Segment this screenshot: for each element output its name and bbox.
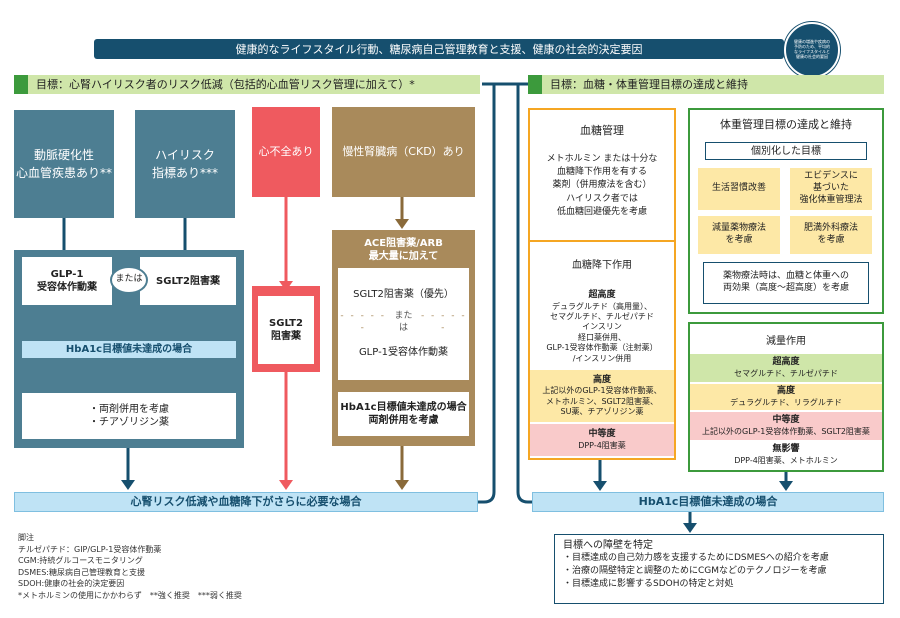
ascvd-box: 動脈硬化性 心血管疾患あり**	[14, 110, 114, 218]
barrier-title: 目標への障壁を特定	[563, 540, 653, 551]
we-high-label: 高度	[776, 385, 795, 396]
ckd-or: - - - - - - または - - - - - -	[340, 311, 467, 333]
bariatric-box: 肥満外科療法 を考慮	[790, 216, 872, 254]
weight-effect-title: 減量作用	[766, 335, 806, 347]
ge-very-high: 超高度 デュラグルチド（高用量）、 セマグルチド、チルゼパチド インスリン 経口…	[530, 286, 674, 368]
logo-text: 健康の増進や疾病の予防のため、平均的なライフスタイルと健康の社会的要因	[794, 39, 830, 59]
ckd-sglt2: SGLT2阻害薬（優先）	[353, 288, 454, 300]
hf-box: 心不全あり	[252, 107, 320, 197]
ckd-drug-box	[338, 268, 469, 380]
ge-mid-label: 中等度	[588, 428, 616, 439]
glp1-box: GLP-1 受容体作動薬	[22, 257, 112, 305]
ge-very-high-text: デュラグルチド（高用量）、 セマグルチド、チルゼパチド インスリン 経口薬併用、…	[546, 301, 658, 363]
weight-title: 体重管理目標の達成と維持	[720, 117, 852, 131]
ckd-box: 慢性腎臓病（CKD）あり	[332, 107, 475, 197]
hba1c-unmet-right: HbA1c目標値未達成の場合	[532, 492, 884, 512]
ckd-header: ACE阻害薬/ARB 最大量に加えて	[364, 238, 443, 262]
ada-logo: 健康の増進や疾病の予防のため、平均的なライフスタイルと健康の社会的要因	[784, 22, 840, 78]
ge-high: 高度 上記以外のGLP-1受容体作動薬、 メトホルミン、SGLT2阻害薬、 SU…	[530, 370, 674, 422]
we-mid-text: 上記以外のGLP-1受容体作動薬、SGLT2阻害薬	[702, 426, 870, 436]
ge-high-label: 高度	[592, 374, 611, 385]
ge-very-high-label: 超高度	[588, 289, 616, 300]
weight-drug-box: 減量薬物療法 を考慮	[698, 216, 780, 254]
glucose-text: メトホルミン または十分な 血糖降下作用を有する 薬剤（併用療法を含む） ハイリ…	[546, 154, 658, 217]
hba1c-unmet-left: HbA1c目標値未達成の場合	[22, 341, 236, 358]
we-very-high-text: セマグルチド、チルゼパチド	[734, 368, 838, 378]
need-more-bar: 心腎リスク低減や血糖降下がさらに必要な場合	[14, 492, 478, 512]
barrier-box: 目標への障壁を特定 ・目標達成の自己効力感を支援するためにDSMESへの紹介を考…	[554, 534, 884, 604]
goal-left-bar: 目標：心腎ハイリスク者のリスク低減（包括的心血管リスク管理に加えて）*	[14, 75, 480, 94]
dual-effect-box: 薬物療法時は、血糖と体重への 両効果（高度〜超高度）を考慮	[703, 262, 869, 304]
ge-mid-text: DPP-4阻害薬	[578, 440, 626, 450]
we-mid-label: 中等度	[772, 414, 800, 425]
combo-box: ・両剤併用を考慮 ・チアゾリジン薬	[22, 393, 236, 439]
footnotes: 脚注 チルゼパチド：GIP/GLP-1受容体作動薬 CGM:持続グルコースモニタ…	[18, 533, 242, 600]
ckd-unmet: HbA1c目標値未達成の場合 両剤併用を考慮	[338, 392, 469, 436]
hf-sglt2-box: SGLT2 阻害薬	[258, 296, 314, 364]
ckd-or-label: または	[394, 311, 413, 333]
we-high-text: デュラグルチド、リラグルチド	[730, 397, 842, 407]
individual-goal: 個別化した目標	[705, 142, 867, 160]
glucose-effect-title: 血糖降下作用	[572, 259, 632, 271]
top-banner: 健康的なライフスタイル行動、糖尿病自己管理教育と支援、健康の社会的決定要因	[94, 39, 784, 59]
ge-high-text: 上記以外のGLP-1受容体作動薬、 メトホルミン、SGLT2阻害薬、 SU薬、チ…	[542, 386, 662, 417]
ge-mid: 中等度 DPP-4阻害薬	[530, 424, 674, 456]
we-high: 高度 デュラグルチド、リラグルチド	[690, 384, 882, 410]
we-mid: 中等度 上記以外のGLP-1受容体作動薬、SGLT2阻害薬	[690, 412, 882, 440]
we-very-high: 超高度 セマグルチド、チルゼパチド	[690, 354, 882, 382]
barrier-items: ・目標達成の自己効力感を支援するためにDSMESへの紹介を考慮 ・治療の隔壁特定…	[563, 553, 829, 590]
we-very-high-label: 超高度	[772, 356, 800, 367]
highrisk-box: ハイリスク 指標あり***	[135, 110, 235, 218]
glucose-divider	[528, 240, 676, 242]
sglt2-box: SGLT2阻害薬	[140, 257, 236, 305]
we-none-text: DPP-4阻害薬、メトホルミン	[734, 455, 838, 465]
we-none: 無影響 DPP-4阻害薬、メトホルミン	[690, 442, 882, 468]
lifestyle-box: 生活習慣改善	[698, 168, 780, 210]
evidence-box: エビデンスに 基づいた 強化体重管理法	[790, 168, 872, 210]
or-badge: または	[110, 266, 148, 294]
goal-right-bar: 目標：血糖・体重管理目標の達成と維持	[528, 75, 884, 94]
we-none-label: 無影響	[772, 443, 800, 454]
glucose-title: 血糖管理	[580, 123, 624, 137]
ckd-glp1: GLP-1受容体作動薬	[358, 346, 449, 358]
